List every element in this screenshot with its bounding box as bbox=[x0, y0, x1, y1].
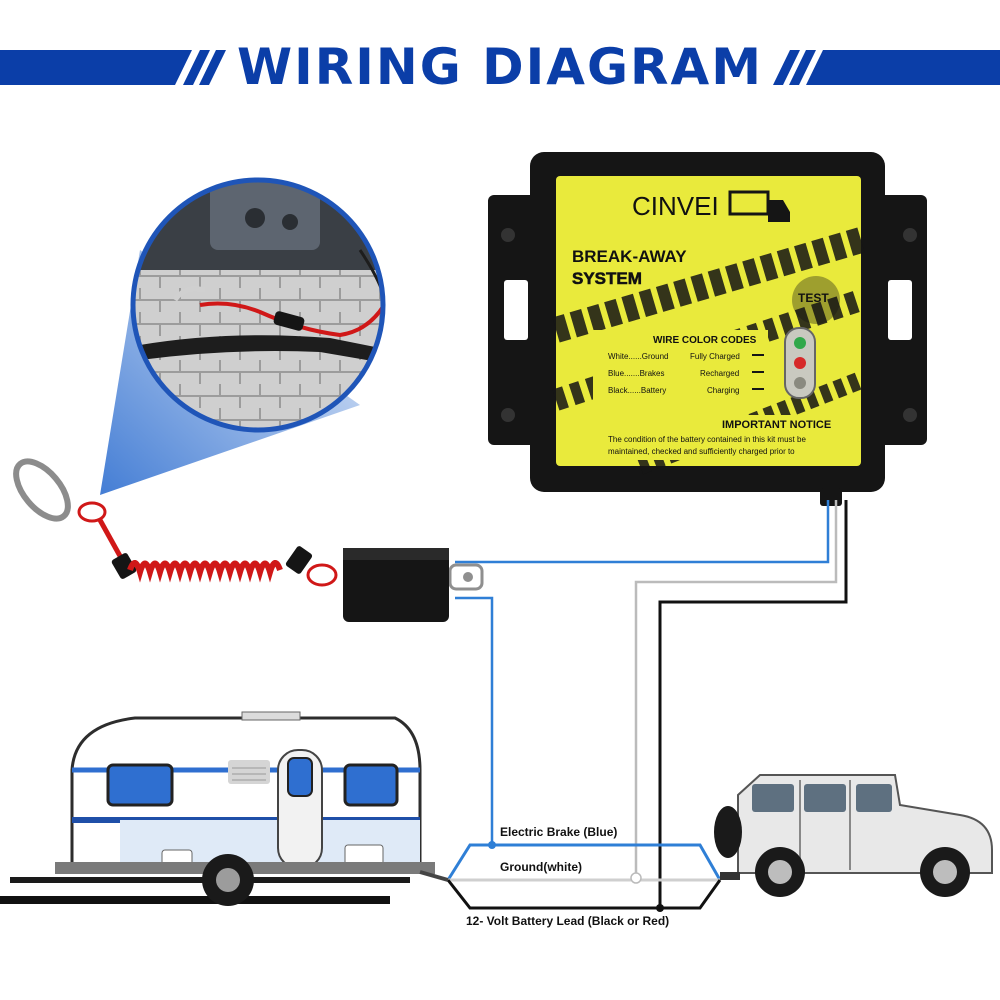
breakaway-box: CINVEI BREAK-AWAY SYSTEM TEST WIRE COLOR… bbox=[488, 152, 927, 506]
box-brand: CINVEI bbox=[632, 191, 719, 221]
led-recharged-icon bbox=[794, 357, 806, 369]
breakaway-switch bbox=[343, 548, 484, 622]
status-charging: Charging bbox=[707, 386, 739, 395]
zoom-detail-circle bbox=[130, 177, 386, 433]
brake-bus bbox=[446, 843, 722, 881]
notice-line1: The condition of the battery contained i… bbox=[608, 435, 806, 444]
status-recharged: Recharged bbox=[700, 369, 739, 378]
notice-line2: maintained, checked and sufficiently cha… bbox=[608, 447, 795, 456]
header-stripe-right bbox=[773, 50, 1000, 85]
led-charging-icon bbox=[794, 377, 806, 389]
wire-code-blue: Blue.......Brakes bbox=[608, 369, 664, 378]
wire-code-black: Black......Battery bbox=[608, 386, 666, 395]
page-title: WIRING DIAGRAM bbox=[237, 38, 763, 96]
blue-wire-to-switch bbox=[455, 500, 830, 564]
carabiner-icon bbox=[13, 458, 71, 522]
status-fully-charged: Fully Charged bbox=[690, 352, 740, 361]
battery-bus bbox=[446, 879, 722, 910]
ground-wire-label: Ground(white) bbox=[500, 860, 582, 874]
wire-runs bbox=[446, 500, 848, 912]
white-wire bbox=[634, 500, 838, 878]
box-product-line2: SYSTEM bbox=[572, 269, 642, 288]
breakaway-cable bbox=[13, 458, 338, 587]
wire-code-white: White......Ground bbox=[608, 352, 668, 361]
black-wire bbox=[658, 500, 848, 908]
battery-wire-label: 12- Volt Battery Lead (Black or Red) bbox=[466, 914, 669, 928]
test-button-label: TEST bbox=[798, 291, 829, 305]
blue-wire-to-bus bbox=[455, 596, 494, 845]
led-fully-charged-icon bbox=[794, 337, 806, 349]
box-product-line1: BREAK-AWAY bbox=[572, 247, 687, 266]
truck-logo-icon bbox=[728, 190, 790, 222]
header-stripe-left bbox=[0, 50, 226, 85]
brake-wire-label: Electric Brake (Blue) bbox=[500, 825, 617, 839]
camper-trailer bbox=[0, 711, 449, 906]
wire-codes-title: WIRE COLOR CODES bbox=[653, 335, 757, 346]
notice-title: IMPORTANT NOTICE bbox=[722, 419, 831, 431]
tow-vehicle bbox=[714, 774, 993, 897]
